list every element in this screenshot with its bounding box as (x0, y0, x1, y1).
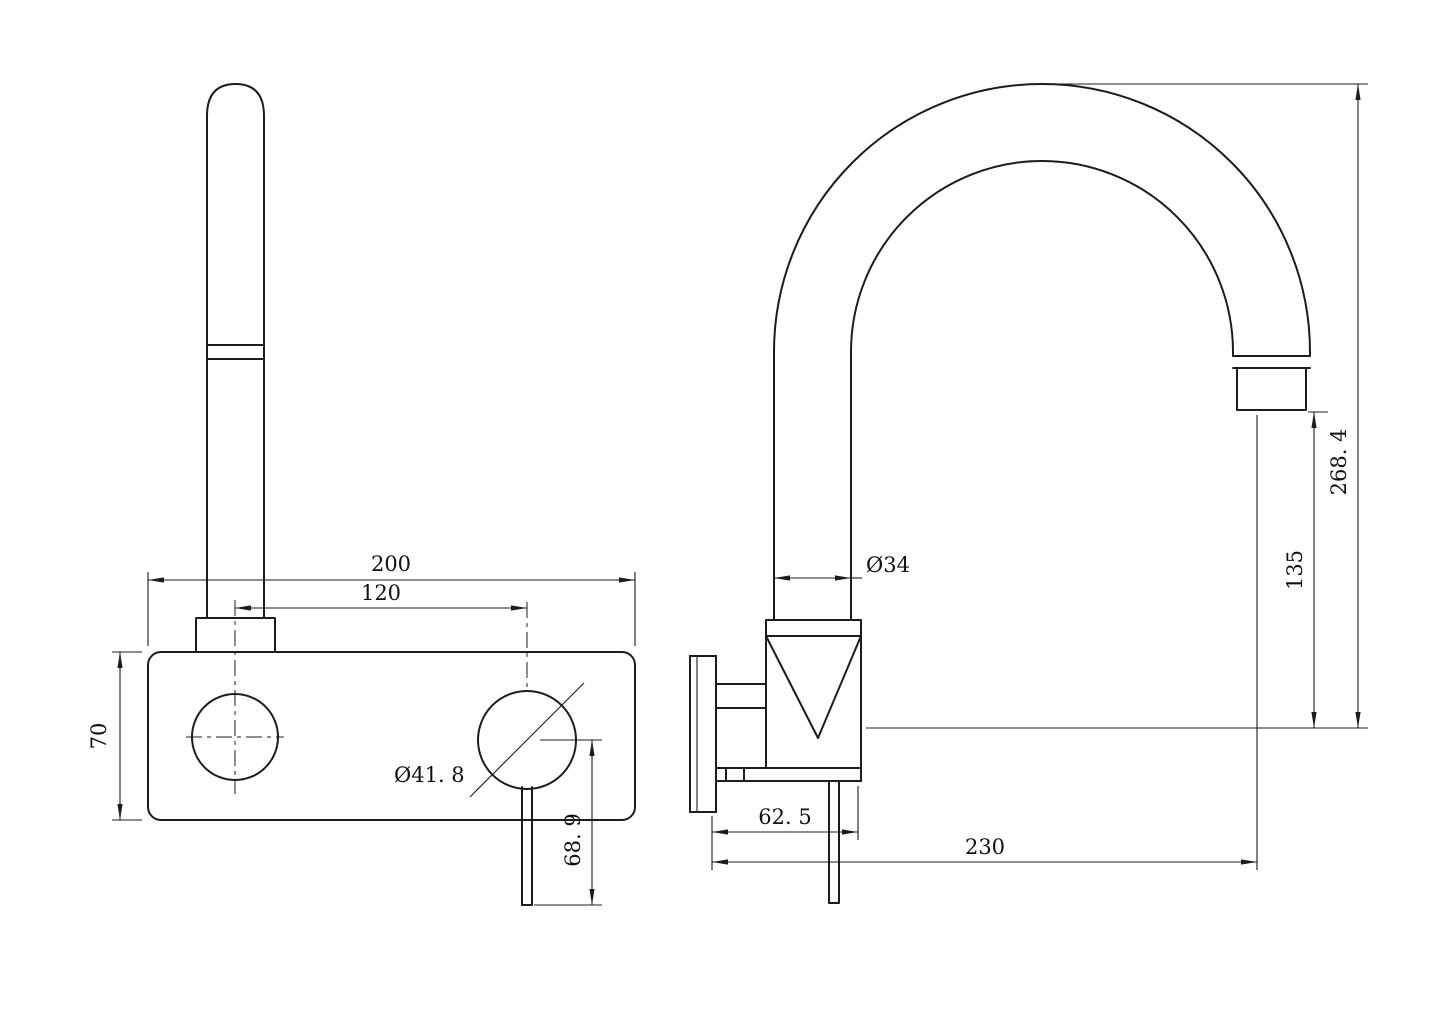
side-dim-spout-reach: 230 (711, 415, 1258, 870)
side-gooseneck-outer (773, 83, 1311, 621)
front-mounting-plate (147, 651, 636, 821)
side-dim-overall-height: 268. 4 (1046, 83, 1368, 728)
side-dim-body-depth: 62. 5 (711, 786, 859, 840)
side-dim-body-depth-label: 62. 5 (758, 805, 811, 829)
side-dim-spout-reach-label: 230 (965, 835, 1005, 859)
side-body-housing (715, 767, 862, 782)
front-spout-pipe (206, 82, 265, 619)
side-dim-overall-height-label: 268. 4 (1327, 429, 1351, 496)
front-view: 200 120 70 Ø41. 8 68. 9 (87, 82, 636, 906)
side-dim-tube-diameter-label: Ø34 (866, 553, 910, 577)
side-valve-body (765, 635, 862, 782)
side-spout-outlet (1232, 355, 1311, 411)
front-dim-handle-drop-label: 68. 9 (561, 813, 585, 866)
front-dim-handle-diameter-label: Ø41. 8 (394, 763, 465, 787)
front-dim-plate-height-label: 70 (87, 723, 111, 750)
front-spout-collar-lines (206, 344, 265, 360)
front-handle-diameter-leader (469, 682, 585, 798)
side-dim-outlet-height: 135 (1283, 411, 1328, 728)
front-dim-spout-to-handle: 120 (235, 581, 527, 611)
front-dim-plate-width: 200 (147, 552, 636, 646)
front-spout-centerline (186, 600, 284, 794)
side-gooseneck-inner (850, 160, 1234, 621)
front-dim-handle-drop: 68. 9 (534, 739, 602, 906)
side-dim-tube-diameter: Ø34 (774, 553, 910, 581)
front-base-fitting (195, 617, 276, 653)
side-wall-flange (689, 655, 717, 813)
front-handle-stem (521, 786, 533, 906)
side-body-collar (765, 619, 862, 637)
side-view: Ø34 62. 5 230 135 268. 4 (689, 83, 1368, 904)
front-spout-flange-circle (191, 693, 279, 781)
side-handle-stem (828, 780, 840, 904)
side-inlet-connector (715, 683, 767, 709)
side-dim-outlet-height-label: 135 (1283, 550, 1307, 590)
front-dim-plate-height: 70 (87, 651, 142, 821)
front-dim-plate-width-label: 200 (371, 552, 411, 576)
front-dim-spout-to-handle-label: 120 (361, 581, 401, 605)
